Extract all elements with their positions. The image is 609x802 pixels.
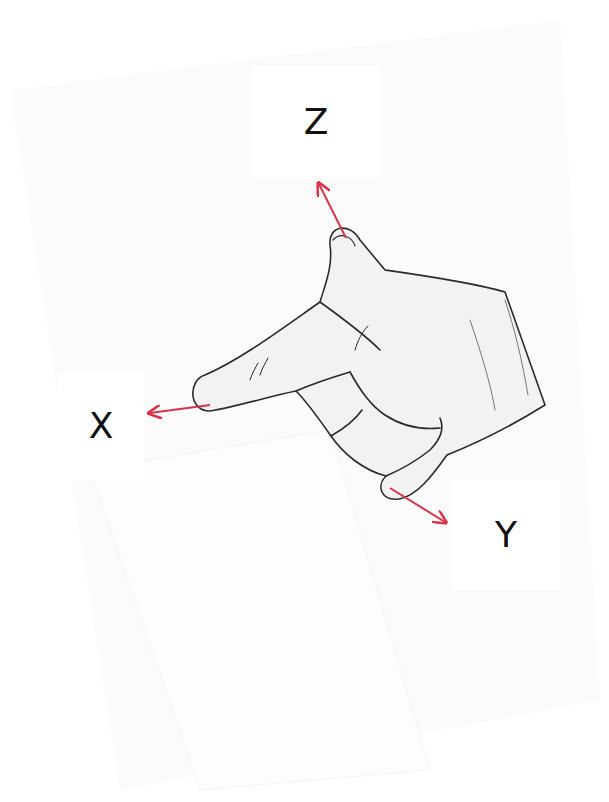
y-axis-arrow: [390, 488, 445, 522]
axis-arrows: [150, 184, 445, 522]
axis-label: Y: [452, 480, 560, 590]
axis-label: Z: [252, 66, 380, 178]
axis-letter: Z: [304, 104, 329, 140]
x-axis-arrow: [150, 405, 210, 413]
hand-drawing: [193, 228, 545, 499]
axis-label: X: [58, 372, 144, 480]
paper-sheet: [10, 20, 600, 790]
z-axis-arrow: [319, 184, 346, 238]
axis-letter: Y: [495, 517, 517, 553]
axis-letter: X: [89, 408, 114, 444]
